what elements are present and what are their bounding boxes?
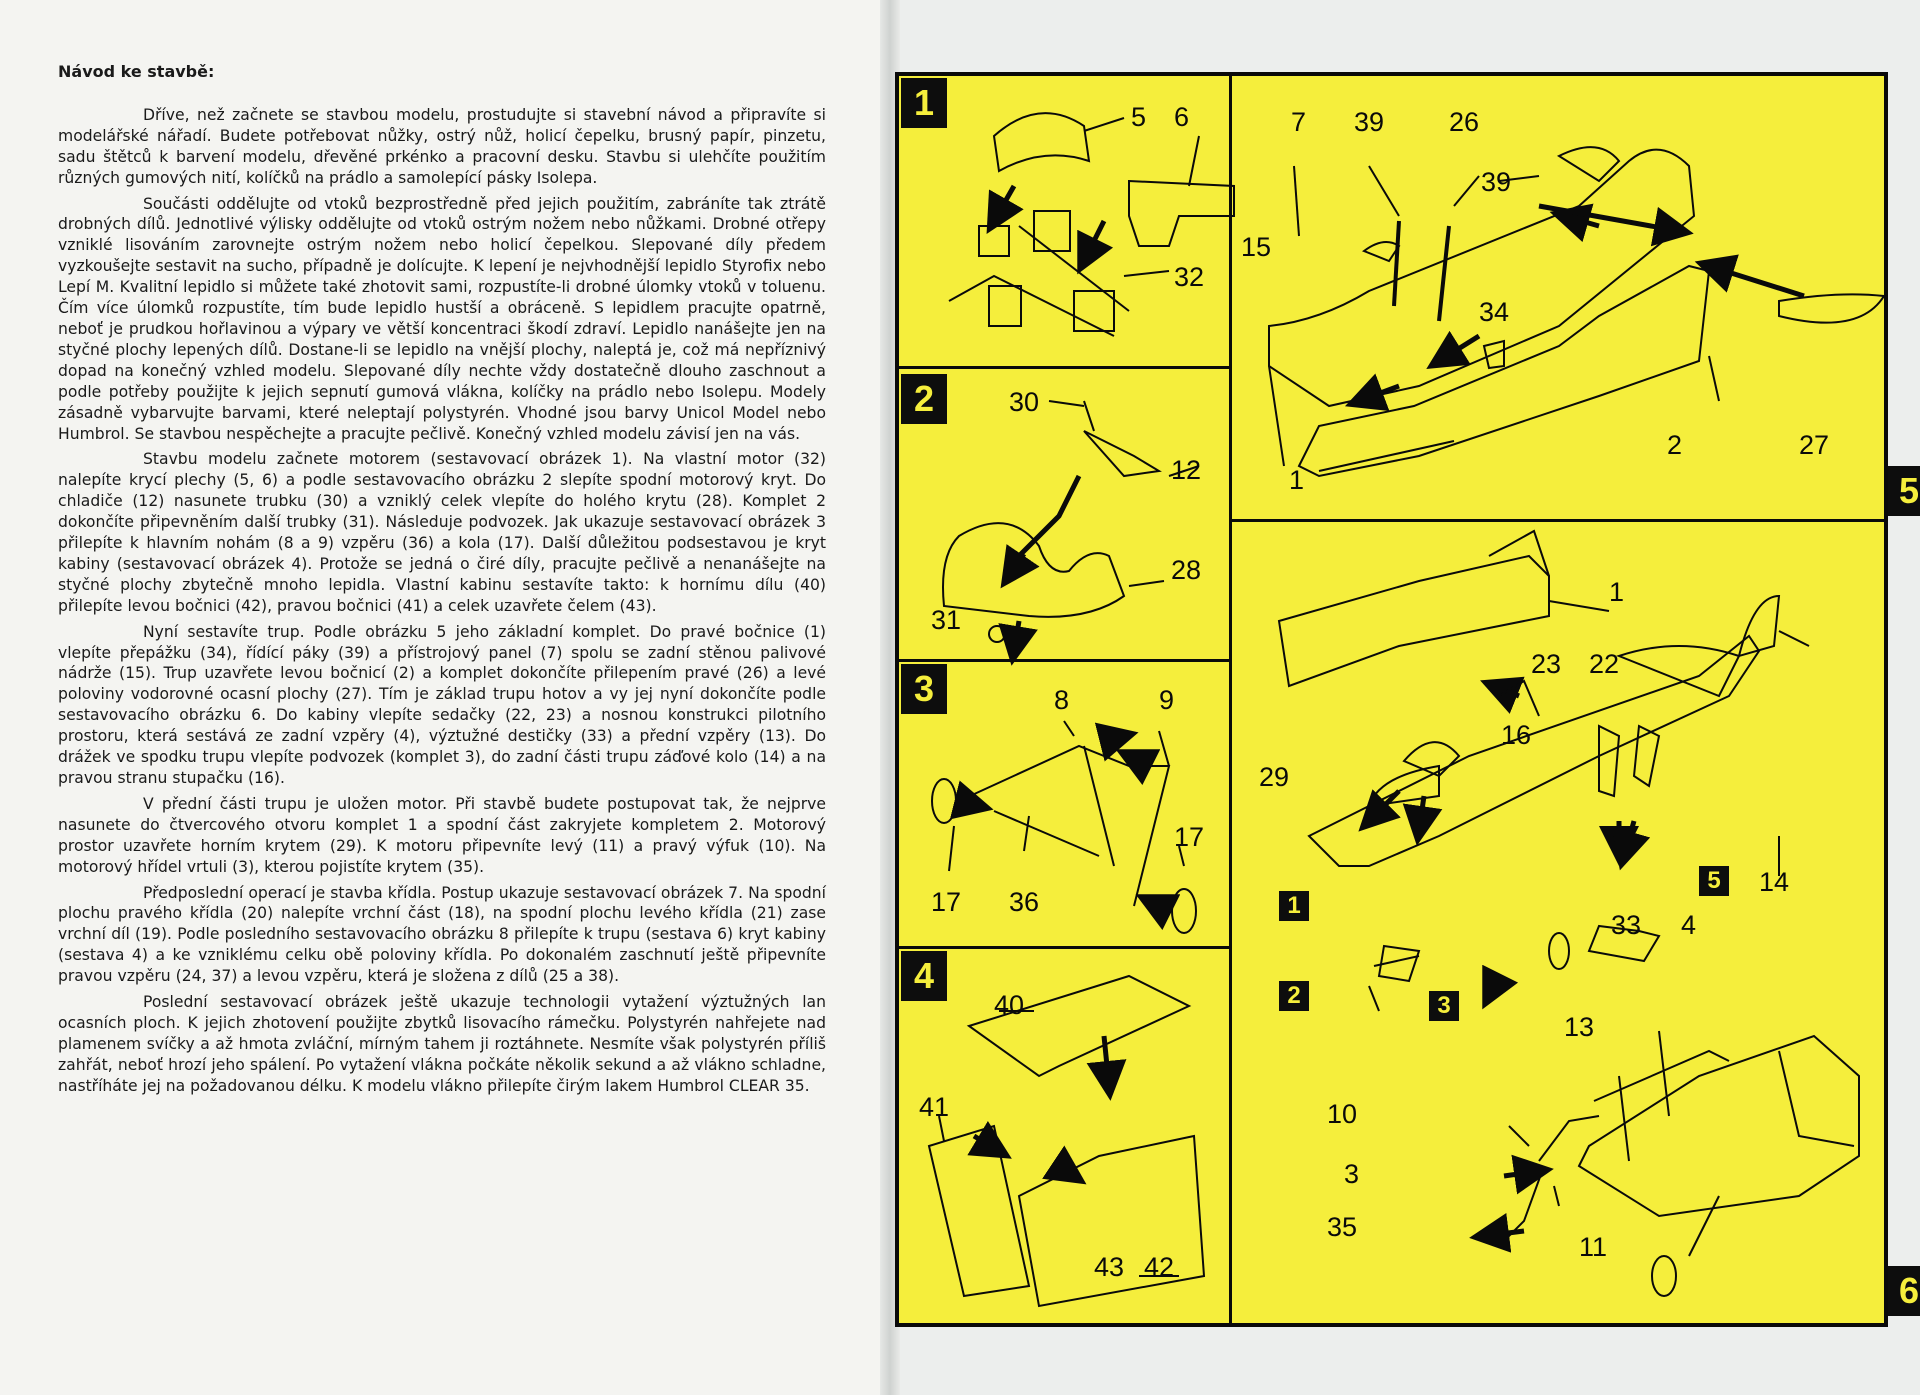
panel-1-engine-drawing [948, 112, 1235, 337]
step-3-number: 3 [901, 664, 947, 714]
label-p3-17-right: 17 [1174, 822, 1204, 852]
step-1-number: 1 [901, 78, 947, 128]
label-p2-31: 31 [931, 605, 961, 635]
label-p6-23: 23 [1531, 649, 1561, 679]
assembly-drawings: 5 6 32 30 12 28 31 8 9 17 36 17 40 41 43… [919, 102, 1886, 1308]
label-p6-1: 1 [1609, 577, 1624, 607]
label-p6-22: 22 [1589, 649, 1619, 679]
label-p6-4: 4 [1681, 910, 1696, 940]
panel-4-cabin-drawing [927, 974, 1206, 1308]
label-p4-40: 40 [994, 990, 1024, 1020]
paragraph-1: Dříve, než začnete se stavbou modelu, pr… [58, 105, 826, 187]
panel-3-landing-gear-drawing [931, 720, 1197, 934]
label-p5-27: 27 [1799, 430, 1829, 460]
paragraph-3: Stavbu modelu začnete motorem (sestavova… [58, 450, 826, 615]
label-p6-11: 11 [1579, 1232, 1607, 1262]
paragraph-2: Součásti oddělujte od vtoků bezprostředn… [58, 194, 826, 443]
label-p2-30: 30 [1009, 387, 1039, 417]
paragraph-5: V přední části trupu je uložen motor. Př… [58, 794, 826, 876]
label-p3-36: 36 [1009, 887, 1039, 917]
paragraph-4: Nyní sestavíte trup. Podle obrázku 5 jeh… [58, 622, 826, 787]
divider-3-4 [899, 946, 1229, 949]
label-p5-26: 26 [1449, 107, 1479, 137]
panel-5-fuselage-drawing [1268, 146, 1886, 478]
label-p6-33: 33 [1611, 910, 1641, 940]
label-p6-29: 29 [1259, 762, 1289, 792]
label-p5-7: 7 [1291, 107, 1306, 137]
divider-5-6 [1229, 519, 1884, 522]
label-p4-42: 42 [1144, 1252, 1174, 1282]
label-p6-13: 13 [1564, 1012, 1594, 1042]
label-p5-39-top: 39 [1354, 107, 1384, 137]
step-5-number: 5 [1888, 466, 1920, 516]
instructions-text: Návod ke stavbě: Dříve, než začnete se s… [58, 62, 826, 1102]
label-p6-3: 3 [1344, 1159, 1359, 1189]
label-p5-34: 34 [1479, 297, 1509, 327]
panel-2-cowling-drawing [942, 400, 1200, 666]
badge-2: 2 [1279, 981, 1309, 1011]
label-p6-35: 35 [1327, 1212, 1357, 1242]
badge-5: 5 [1699, 866, 1729, 896]
instructions-heading: Návod ke stavbě: [58, 62, 215, 81]
divider-2-3 [899, 659, 1229, 662]
divider-vertical [1229, 76, 1232, 1323]
label-p6-16: 16 [1501, 720, 1531, 750]
badge-3: 3 [1429, 991, 1459, 1021]
label-p2-12: 12 [1171, 455, 1201, 485]
divider-1-2 [899, 366, 1229, 369]
label-p5-1: 1 [1289, 465, 1304, 495]
step-6-number: 6 [1888, 1266, 1920, 1316]
label-p2-28: 28 [1171, 555, 1201, 585]
badge-1: 1 [1279, 891, 1309, 921]
paragraph-6: Předposlední operací je stavba křídla. P… [58, 883, 826, 986]
left-page: Návod ke stavbě: Dříve, než začnete se s… [0, 0, 890, 1395]
step-4-number: 4 [901, 951, 947, 1001]
panel-6-final-assembly-drawing [1277, 529, 1860, 1297]
label-p5-15: 15 [1241, 232, 1271, 262]
label-p6-10: 10 [1327, 1099, 1357, 1129]
paragraph-7: Poslední sestavovací obrázek ještě ukazu… [58, 993, 826, 1095]
assembly-diagram-sheet: 1 2 3 4 5 6 [895, 72, 1920, 1327]
label-p3-8: 8 [1054, 685, 1069, 715]
label-p3-17-left: 17 [931, 887, 961, 917]
label-p1-6: 6 [1174, 102, 1189, 132]
label-p1-32: 32 [1174, 262, 1204, 292]
label-p3-9: 9 [1159, 685, 1174, 715]
label-p5-2: 2 [1667, 430, 1682, 460]
label-p6-14: 14 [1759, 867, 1789, 897]
label-p5-39: 39 [1481, 167, 1511, 197]
label-p1-5: 5 [1131, 102, 1146, 132]
label-p4-43: 43 [1094, 1252, 1124, 1282]
label-p4-41: 41 [919, 1092, 949, 1122]
step-2-number: 2 [901, 374, 947, 424]
